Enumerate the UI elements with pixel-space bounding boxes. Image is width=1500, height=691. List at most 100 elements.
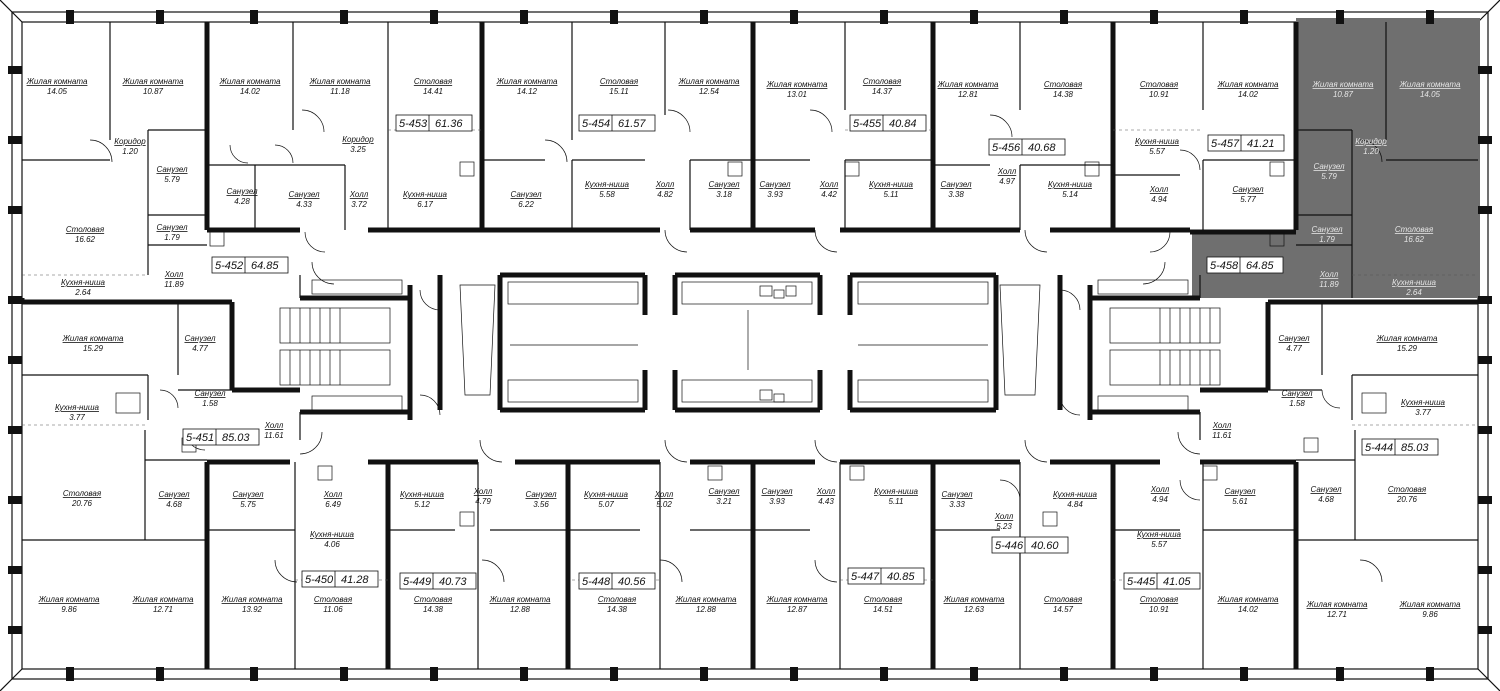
- stair-right: [1109, 307, 1221, 386]
- svg-text:Санузел: Санузел: [525, 490, 557, 499]
- structural-walls: [19, 22, 1478, 669]
- svg-text:4.79: 4.79: [475, 497, 491, 506]
- svg-text:12.81: 12.81: [958, 90, 978, 99]
- svg-text:Санузел: Санузел: [759, 180, 791, 189]
- svg-text:Санузел: Санузел: [1281, 389, 1313, 398]
- svg-text:40.84: 40.84: [889, 118, 917, 130]
- svg-text:5-456: 5-456: [992, 142, 1021, 154]
- unit-area-5-457[interactable]: [1113, 22, 1296, 230]
- svg-text:Кухня-ниша: Кухня-ниша: [1053, 490, 1097, 499]
- svg-text:Столовая: Столовая: [598, 595, 637, 604]
- svg-text:Кухня-ниша: Кухня-ниша: [869, 180, 913, 189]
- unit-tag[interactable]: 5-448 40.56: [578, 572, 656, 590]
- svg-text:Столовая: Столовая: [414, 77, 453, 86]
- unit-area-5-451[interactable]: [22, 302, 207, 669]
- unit-area-5-458[interactable]: [1296, 22, 1478, 298]
- svg-text:5.11: 5.11: [889, 497, 904, 506]
- svg-text:Столовая: Столовая: [1044, 80, 1083, 89]
- svg-text:4.94: 4.94: [1151, 195, 1167, 204]
- svg-text:3.38: 3.38: [948, 190, 964, 199]
- svg-text:Жилая комната: Жилая комната: [219, 77, 281, 86]
- svg-text:Жилая комната: Жилая комната: [132, 595, 194, 604]
- svg-text:16.62: 16.62: [1404, 235, 1425, 244]
- door-swings: [89, 109, 1383, 583]
- svg-text:Кухня-ниша: Кухня-ниша: [400, 490, 444, 499]
- building-inner-outline: [21, 21, 1479, 670]
- svg-text:14.02: 14.02: [1238, 605, 1259, 614]
- svg-text:5-448: 5-448: [582, 576, 611, 588]
- svg-text:Жилая комната: Жилая комната: [1217, 80, 1279, 89]
- elevator-shafts: [311, 279, 1189, 411]
- svg-text:14.02: 14.02: [1238, 90, 1259, 99]
- svg-text:1.79: 1.79: [164, 233, 180, 242]
- svg-text:Кухня-ниша: Кухня-ниша: [1392, 278, 1436, 287]
- svg-text:1.20: 1.20: [122, 147, 138, 156]
- svg-text:14.05: 14.05: [47, 87, 68, 96]
- svg-text:Столовая: Столовая: [863, 77, 902, 86]
- svg-text:4.94: 4.94: [1152, 495, 1168, 504]
- svg-text:Столовая: Столовая: [1140, 595, 1179, 604]
- svg-text:4.97: 4.97: [999, 177, 1015, 186]
- unit-area-5-452[interactable]: [22, 22, 207, 298]
- svg-text:Жилая комната: Жилая комната: [678, 77, 740, 86]
- svg-text:Кухня-ниша: Кухня-ниша: [1135, 137, 1179, 146]
- building-outline: [11, 11, 1489, 680]
- svg-text:Столовая: Столовая: [63, 489, 102, 498]
- svg-text:14.05: 14.05: [1420, 90, 1441, 99]
- svg-text:61.36: 61.36: [435, 118, 463, 130]
- svg-text:10.87: 10.87: [1333, 90, 1354, 99]
- svg-text:12.71: 12.71: [153, 605, 173, 614]
- svg-text:11.89: 11.89: [1319, 280, 1339, 289]
- svg-text:40.56: 40.56: [618, 576, 646, 588]
- unit-tag[interactable]: 5-456 40.68: [988, 138, 1066, 156]
- svg-text:5.58: 5.58: [599, 190, 615, 199]
- svg-text:4.68: 4.68: [1318, 495, 1334, 504]
- svg-text:12.87: 12.87: [787, 605, 808, 614]
- svg-text:20.76: 20.76: [1396, 495, 1418, 504]
- svg-text:3.56: 3.56: [533, 500, 549, 509]
- svg-text:6.17: 6.17: [417, 200, 433, 209]
- svg-text:1.20: 1.20: [1363, 147, 1379, 156]
- svg-text:3.77: 3.77: [1415, 408, 1431, 417]
- svg-text:Столовая: Столовая: [1044, 595, 1083, 604]
- unit-area-5-445[interactable]: [1113, 462, 1296, 669]
- svg-text:4.77: 4.77: [192, 344, 208, 353]
- svg-text:64.85: 64.85: [251, 260, 279, 272]
- svg-text:Кухня-ниша: Кухня-ниша: [55, 403, 99, 412]
- svg-text:Холл: Холл: [323, 490, 343, 499]
- svg-text:4.28: 4.28: [234, 197, 250, 206]
- svg-text:Кухня-ниша: Кухня-ниша: [1048, 180, 1092, 189]
- svg-text:40.68: 40.68: [1028, 142, 1056, 154]
